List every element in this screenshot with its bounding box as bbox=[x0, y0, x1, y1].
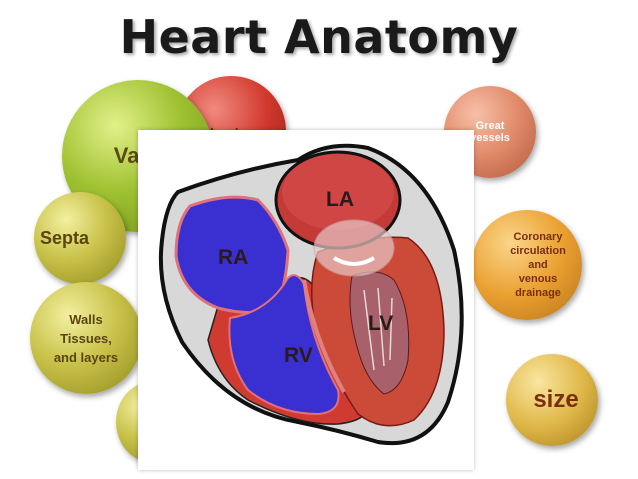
rv-chamber bbox=[228, 274, 340, 416]
bubble-coronary-label-5: drainage bbox=[515, 287, 561, 299]
bubble-coronary-label-1: Coronary bbox=[513, 231, 563, 243]
label-ra: RA bbox=[218, 246, 249, 269]
bubble-septa[interactable]: Septa bbox=[34, 192, 126, 284]
heart-diagram bbox=[158, 143, 464, 446]
page-title: Heart Anatomy bbox=[119, 10, 519, 64]
septum bbox=[302, 279, 346, 393]
bubble-walls-label-1: Walls bbox=[69, 311, 103, 327]
bubble-walls-label-2: Tissues, bbox=[60, 330, 112, 346]
bubble-walls-label-3: and layers bbox=[53, 349, 119, 365]
bubble-coronary[interactable]: Coronary circulation and venous drainage bbox=[472, 210, 582, 320]
bubble-size-label: size bbox=[533, 386, 579, 413]
label-la: LA bbox=[326, 188, 354, 211]
bubble-great-vessels-label-1: Great bbox=[475, 120, 505, 132]
bubble-walls[interactable]: Walls Tissues, and layers bbox=[30, 282, 142, 394]
heart-diagram-panel: LA RA LV RV bbox=[138, 130, 474, 470]
bubble-size[interactable]: size bbox=[506, 354, 598, 446]
lv-cavity bbox=[349, 271, 410, 395]
mitral-valve bbox=[313, 219, 395, 277]
bubble-coronary-label-3: and bbox=[528, 259, 548, 271]
bubble-coronary-label-4: venous bbox=[518, 273, 558, 285]
label-rv: RV bbox=[284, 344, 313, 367]
bubble-septa-label: Septa bbox=[40, 227, 90, 248]
bubble-great-vessels-label-2: vessels bbox=[470, 132, 510, 144]
label-lv: LV bbox=[368, 312, 394, 335]
bubble-coronary-label-2: circulation bbox=[510, 245, 566, 257]
